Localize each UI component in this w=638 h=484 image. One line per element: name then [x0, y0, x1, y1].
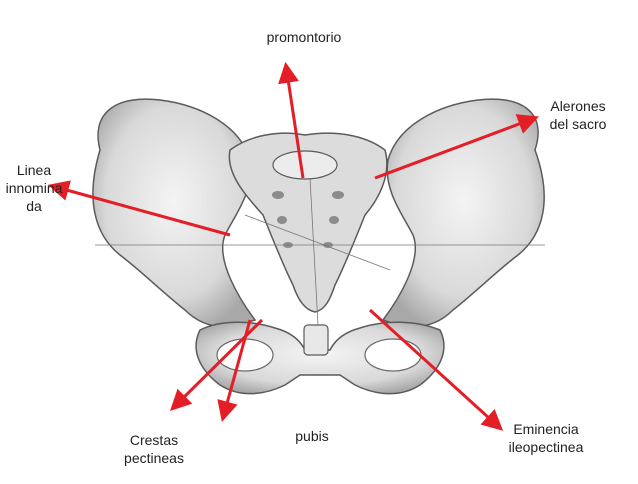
label-eminencia-line1: Eminencia: [513, 421, 579, 437]
label-eminencia-ileopectinea: Eminencia ileopectinea: [496, 420, 596, 456]
label-linea-innominada: Linea innomina da: [2, 161, 66, 215]
arrow-linea-innominada: [47, 180, 231, 237]
label-alerones-line2: del sacro: [549, 116, 607, 132]
label-crestas-line2: pectineas: [124, 450, 184, 466]
label-pubis: pubis: [295, 428, 329, 444]
left-iliac-wing: [92, 98, 257, 328]
sacral-foramina: [272, 191, 344, 248]
promontory-body: [272, 150, 338, 180]
label-promontorio: promontorio: [266, 29, 342, 45]
arrow-eminencia-ileopectinea: [368, 308, 504, 431]
label-crestas-pectineas: Crestas pectineas: [112, 431, 196, 467]
label-alerones-del-sacro: Alerones del sacro: [538, 97, 618, 133]
right-iliac-wing: [381, 98, 545, 328]
pubic-symphysis: [303, 324, 329, 356]
pelvic-inlet-lines: [95, 177, 545, 326]
label-linea-line3: da: [26, 198, 42, 214]
sacrum: [228, 132, 388, 313]
label-linea-line2: innomina: [5, 180, 63, 196]
label-crestas-line1: Crestas: [129, 432, 179, 448]
right-obturator-foramen: [364, 338, 422, 372]
label-linea-line1: Linea: [16, 162, 52, 178]
label-alerones-line1: Alerones: [550, 98, 606, 114]
arrow-alerones-del-sacro: [374, 114, 539, 180]
arrow-crestas-pectineas-2: [217, 319, 252, 423]
label-eminencia-line2: ileopectinea: [508, 439, 584, 455]
arrow-promontorio: [278, 61, 305, 179]
